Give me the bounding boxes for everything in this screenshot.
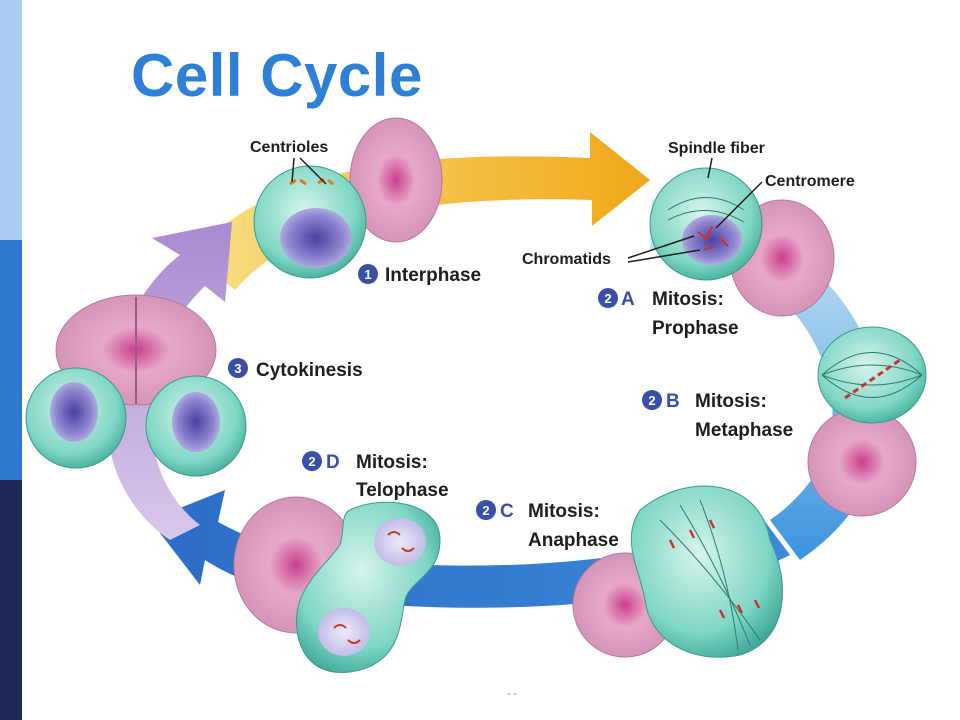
anaphase-cells: [572, 485, 783, 658]
cytokinesis-nucleus-right: [172, 392, 220, 452]
anaphase-spindle: [659, 499, 761, 651]
callouts: Centrioles Spindle fiber Centromere Chro…: [250, 139, 855, 268]
phase-label-prophase: 2 A Mitosis: Prophase: [598, 288, 739, 339]
label-cytokinesis: Cytokinesis: [256, 360, 363, 381]
callout-centrioles: Centrioles: [250, 139, 328, 156]
phase-label-metaphase: 2 B Mitosis: Metaphase: [642, 390, 793, 441]
svg-text:D: D: [326, 452, 340, 473]
phase-label-cytokinesis: 3 Cytokinesis: [228, 358, 363, 381]
badge-2b: [642, 390, 662, 410]
svg-text:B: B: [666, 391, 680, 412]
arrow-left-purple: [106, 222, 232, 540]
badge-2a: [598, 288, 618, 308]
label-telophase-line1: Mitosis:: [356, 452, 428, 473]
metaphase-spindle: [821, 352, 923, 398]
arrow-top-yellow: [190, 132, 650, 290]
telophase-nucleus-top: [374, 518, 426, 566]
telophase-cells: [233, 496, 441, 673]
callout-chromatids: Chromatids: [522, 251, 611, 268]
slide-title: Cell Cycle: [131, 42, 423, 109]
interphase-nucleus: [280, 208, 352, 268]
phase-label-interphase: 1 Interphase: [358, 264, 481, 286]
phase-label-anaphase: 2 C Mitosis: Anaphase: [476, 500, 619, 551]
label-prophase-line2: Prophase: [652, 318, 739, 339]
svg-text:2: 2: [604, 291, 611, 306]
phase-label-telophase: 2 D Mitosis: Telophase: [302, 451, 449, 501]
badge-2d: [302, 451, 322, 471]
interphase-micrograph: [349, 117, 443, 243]
callout-centromere: Centromere: [765, 173, 855, 190]
svg-text:1: 1: [364, 267, 371, 282]
prophase-spindle: [667, 197, 745, 223]
callout-spindle-fiber: Spindle fiber: [668, 140, 765, 157]
metaphase-micrograph: [807, 407, 917, 517]
prophase-chromatids: [697, 225, 729, 251]
cytokinesis-cells: [25, 294, 247, 477]
side-band-light: [0, 0, 22, 240]
interphase-cells: [253, 117, 443, 279]
metaphase-cell: [817, 326, 927, 424]
interphase-centrioles: [289, 177, 334, 186]
badge-2c: [476, 500, 496, 520]
label-anaphase-line1: Mitosis:: [528, 501, 600, 522]
label-telophase-line2: Telophase: [356, 480, 449, 501]
label-prophase-line1: Mitosis:: [652, 289, 724, 310]
prophase-cells: [649, 167, 835, 317]
prophase-nucleus: [682, 215, 742, 265]
metaphase-plate: [844, 358, 901, 400]
label-metaphase-line2: Metaphase: [695, 420, 793, 441]
svg-text:2: 2: [648, 393, 655, 408]
label-anaphase-line2: Anaphase: [528, 530, 619, 551]
side-band-mid: [0, 240, 22, 480]
metaphase-cells: [807, 326, 927, 517]
page-mark: - -: [507, 689, 516, 700]
svg-text:2: 2: [482, 503, 489, 518]
svg-text:A: A: [621, 289, 635, 310]
badge-1: [358, 264, 378, 284]
side-band-dark: [0, 480, 22, 720]
cytokinesis-nucleus-left: [50, 382, 98, 442]
label-interphase: Interphase: [385, 265, 481, 286]
svg-text:2: 2: [308, 454, 315, 469]
telophase-chromosomes: [333, 531, 415, 644]
telophase-nucleus-bottom: [318, 608, 370, 656]
label-metaphase-line1: Mitosis:: [695, 391, 767, 412]
badge-3: [228, 358, 248, 378]
svg-text:3: 3: [234, 361, 241, 376]
anaphase-chromatids: [668, 519, 761, 619]
svg-text:C: C: [500, 501, 514, 522]
